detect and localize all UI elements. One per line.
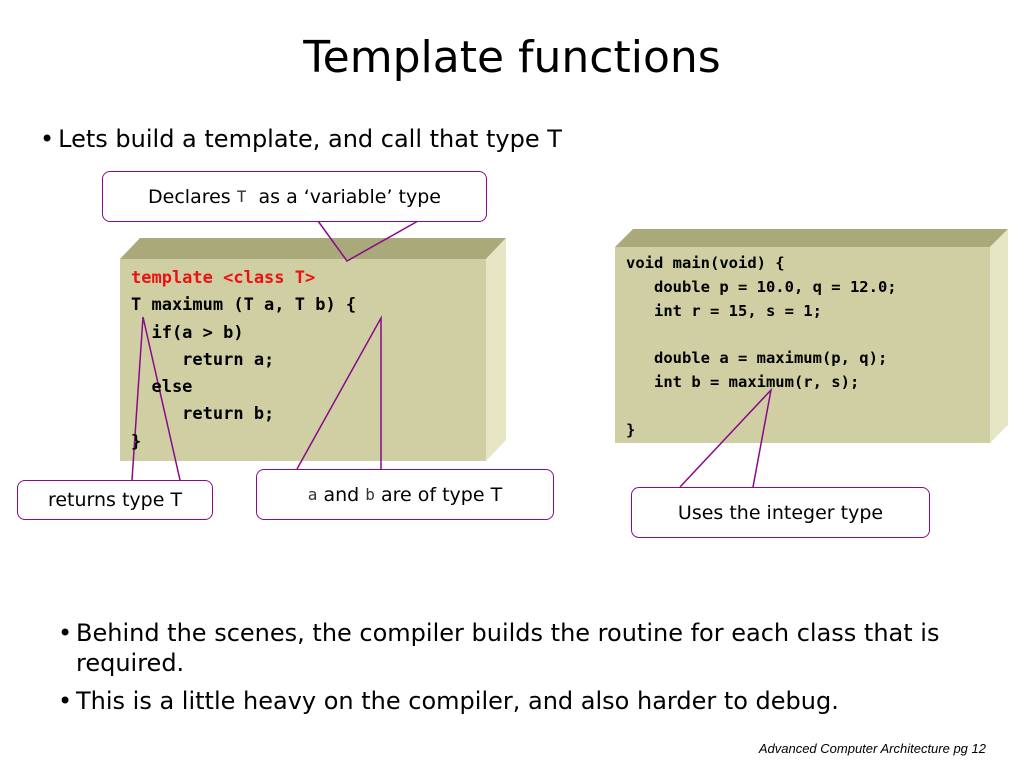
code-main-line [626, 395, 897, 419]
bottom-bullet-text: Behind the scenes, the compiler builds t… [76, 619, 940, 677]
callout-declares-prefix: Declares [148, 185, 231, 208]
callout-returns: returns type T [17, 480, 213, 520]
callout-uses-text: Uses the integer type [677, 501, 884, 524]
code-box-template [120, 238, 506, 461]
bullet-dot: • [40, 125, 55, 153]
bullet-dot: • [58, 687, 73, 715]
code-template-line: else [131, 377, 193, 398]
callout-args: a and b are of type T [256, 469, 554, 520]
top-bullet: •Lets build a template, and call that ty… [40, 122, 562, 156]
callout-uses: Uses the integer type [631, 487, 930, 538]
bottom-bullet: • This is a little heavy on the compiler… [58, 686, 978, 716]
top-bullet-text: Lets build a template, and call that typ… [58, 125, 562, 153]
code-main-line: int b = maximum(r, s); [626, 372, 860, 391]
slide-footer: Advanced Computer Architecture pg 12 [758, 741, 986, 756]
code-main-line: double a = maximum(p, q); [626, 349, 888, 368]
callout-args-b: b [365, 484, 375, 504]
bottom-bullets: • Behind the scenes, the compiler builds… [58, 618, 978, 724]
code-template-line: return a; [131, 349, 275, 370]
slide-title: Template functions [303, 32, 721, 83]
code-main-line: double p = 10.0, q = 12.0; [626, 277, 897, 296]
returns-pointer [131, 316, 181, 481]
code-template-line: } [131, 431, 142, 452]
callout-returns-text: returns type T [47, 489, 183, 511]
code-main-line: void main(void) { [626, 254, 785, 272]
code-box-main-face [615, 247, 990, 443]
bottom-bullet-text: This is a little heavy on the compiler, … [76, 687, 839, 715]
callout-args-and: and [323, 483, 360, 506]
declares-pointer [317, 220, 419, 262]
callout-declares-code: T [236, 186, 247, 206]
code-template-line: return b; [131, 404, 275, 425]
callout-args-suffix: are of type T [380, 483, 503, 506]
code-main-line: int r = 15, s = 1; [626, 301, 822, 320]
code-box-template-top [120, 238, 506, 259]
code-box-main-side [990, 229, 1008, 443]
callout-declares-suffix: as a ‘variable’ type [258, 185, 441, 208]
bullet-dot: • [58, 619, 73, 647]
callout-args-a: a [307, 484, 318, 504]
code-box-template-face [120, 259, 486, 461]
callout-declares: Declares T as a ‘variable’ type [102, 171, 487, 222]
uses-pointer [679, 387, 773, 488]
code-template-line: if(a > b) [131, 322, 244, 343]
code-template-line: T maximum (T a, T b) { [131, 295, 357, 316]
code-box-main [615, 229, 1008, 443]
bottom-bullet: • Behind the scenes, the compiler builds… [58, 618, 978, 678]
code-template-line: template <class T> [131, 268, 316, 288]
code-template: template <class T> T maximum (T a, T b) {… [131, 265, 356, 456]
code-main-line [626, 323, 897, 347]
code-box-template-side [486, 238, 506, 461]
code-main-line: } [626, 420, 636, 439]
code-main: void main(void) { double p = 10.0, q = 1… [626, 252, 897, 442]
code-box-main-top [615, 229, 1008, 247]
args-pointer [296, 315, 382, 470]
